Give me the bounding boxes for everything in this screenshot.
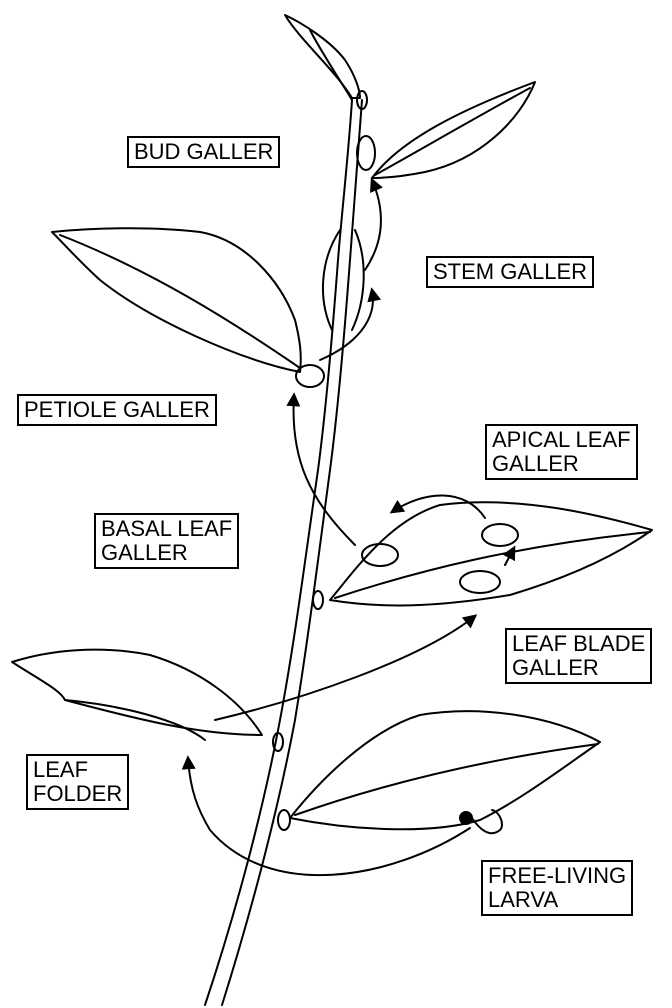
basal-leaf-galler-label: BASAL LEAF GALLER [94,513,239,569]
bud-galler-label: BUD GALLER [127,136,280,168]
leaf-folder-label: LEAF FOLDER [26,754,129,810]
larva-head [460,812,472,824]
middle-leaf [330,502,652,605]
upper-left-leaf [52,228,301,372]
arrow-apical-to-blade [505,548,514,565]
petiole-galler-label: PETIOLE GALLER [17,394,217,426]
folded-leaf [12,650,262,735]
top-bud-leaf [285,15,360,98]
petiole-gall [296,365,324,387]
apical-leaf-galler-label: APICAL LEAF GALLER [485,424,638,480]
arrow-to-apical [392,495,485,518]
bud-gall [357,136,375,170]
free-living-larva-label: FREE-LIVING LARVA [481,860,633,916]
lower-right-leaf [290,711,600,829]
apical-gall [482,524,518,546]
arrow-to-blade [215,616,475,720]
lowest-bud [278,810,290,830]
stem-galler-label: STEM GALLER [426,256,594,288]
middle-bud [313,591,323,609]
blade-gall [460,571,500,593]
leaf-blade-galler-label: LEAF BLADE GALLER [505,628,652,684]
stem-gall [323,230,364,330]
arrow-to-bud [365,180,381,270]
